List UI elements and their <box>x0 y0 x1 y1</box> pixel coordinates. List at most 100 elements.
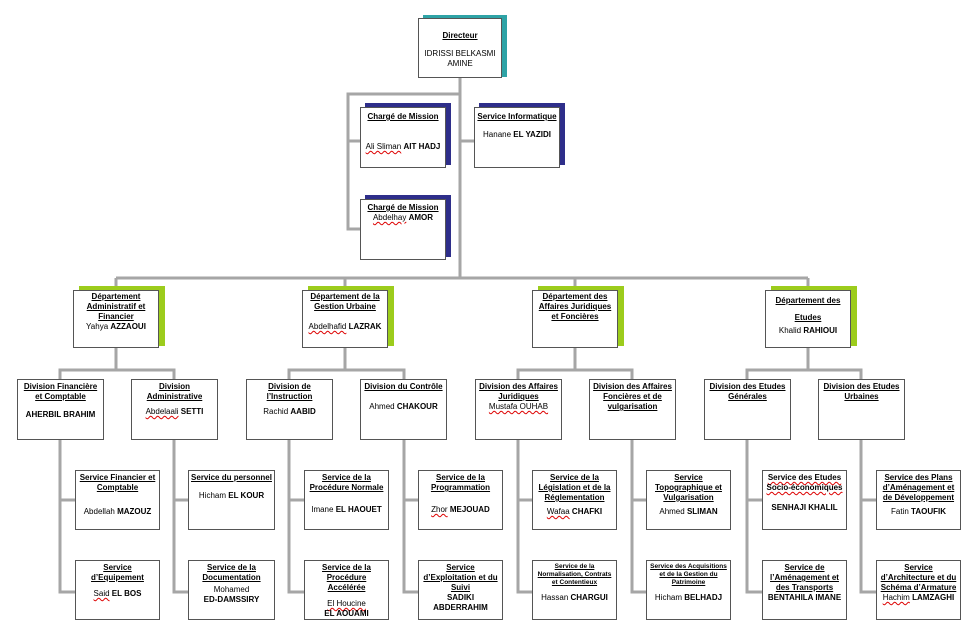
mission2-title: Chargé de Mission <box>367 203 439 212</box>
service4-box: Service de la Documentation Mohamed ED-D… <box>188 560 275 620</box>
div3-first-name: Rachid <box>263 407 289 416</box>
service6-title: Service de la Procédure Accélérée <box>322 563 371 592</box>
service16-first-name: Hachim <box>882 593 910 602</box>
info-first-name: Hanane <box>483 130 512 139</box>
service12-box: Service des Acquisitions et de la Gestio… <box>646 560 731 620</box>
div1-name: AHERBIL BRAHIM <box>20 410 101 420</box>
dep2-first-name: Abdelhafid <box>308 322 347 331</box>
service1-last-name: MAZOUZ <box>117 507 152 516</box>
service12-title: Service des Acquisitions et de la Gestio… <box>650 563 727 586</box>
service6-last-name: EL AOUAMI <box>307 609 386 619</box>
service14-name: BENTAHILA IMANE <box>765 593 844 603</box>
service10-title: Service de la Normalisation, Contrats et… <box>537 563 612 586</box>
service1-title: Service Financier et Comptable <box>79 473 156 492</box>
service15-title: Service des Plans d’Aménagement et de Dé… <box>882 473 955 502</box>
service4-first-name: Mohamed <box>213 585 250 594</box>
mission2-box: Chargé de Mission Abdelhay AMOR <box>360 199 446 260</box>
director-title: Directeur <box>442 31 478 40</box>
service13-name: SENHAJI KHALIL <box>765 503 844 513</box>
dep1-last-name: AZZAOUI <box>110 322 146 331</box>
mission1-name: Ali Sliman AIT HADJ <box>363 142 443 152</box>
service7-title: Service de la Programmation <box>430 473 491 492</box>
service1-box: Service Financier et Comptable Abdellah … <box>75 470 160 530</box>
service4-last-name: ED-DAMSSIRY <box>191 595 272 605</box>
mission1-box: Chargé de Mission Ali Sliman AIT HADJ <box>360 107 446 168</box>
service16-title: Service d’Architecture et du Schéma d’Ar… <box>880 563 957 592</box>
dep3-title: Département des Affaires Juridiques et F… <box>538 292 612 321</box>
service11-box: Service Topographique et Vulgarisation A… <box>646 470 731 530</box>
dep1-box: Département Administratif et Financier Y… <box>73 290 159 348</box>
service10-name: Hassan CHARGUI <box>535 593 614 603</box>
div1-box: Division Financière et Comptable AHERBIL… <box>17 379 104 440</box>
service5-title: Service de la Procédure Normale <box>309 473 384 492</box>
service15-name: Fatin TAOUFIK <box>879 507 958 517</box>
service8-name-text: SADIKI ABDERRAHIM <box>433 593 488 612</box>
service15-last-name: TAOUFIK <box>911 507 946 516</box>
service12-last-name: BELHADJ <box>684 593 723 602</box>
div2-title: Division Administrative <box>146 382 203 401</box>
div2-first-name: Abdelaali <box>145 407 179 416</box>
service16-box: Service d’Architecture et du Schéma d’Ar… <box>876 560 961 620</box>
dep2-last-name: LAZRAK <box>348 322 382 331</box>
service1-first-name: Abdellah <box>83 507 115 516</box>
div3-title: Division de l’Instruction <box>266 382 313 401</box>
service14-box: Service de l’Aménagement et des Transpor… <box>762 560 847 620</box>
div6-box: Division des Affaires Foncières et de vu… <box>589 379 676 440</box>
service15-box: Service des Plans d’Aménagement et de Dé… <box>876 470 961 530</box>
div4-first-name: Ahmed <box>369 402 395 411</box>
div2-name: Abdelaali SETTI <box>134 407 215 417</box>
info-box: Service Informatique Hanane EL YAZIDI <box>474 107 560 168</box>
service6-last-name-text: EL AOUAMI <box>324 609 369 618</box>
service14-title: Service de l’Aménagement et des Transpor… <box>770 563 839 592</box>
div7-box: Division des Etudes Générales <box>704 379 791 440</box>
service9-first-name: Wafaa <box>546 507 570 516</box>
dep1-name: Yahya AZZAOUI <box>76 322 156 332</box>
service14-name-text: BENTAHILA IMANE <box>767 593 842 602</box>
service3-box: Service du personnel Hicham EL KOUR <box>188 470 275 530</box>
service7-last-name: MEJOUAD <box>449 505 490 514</box>
dep2-name: Abdelhafid LAZRAK <box>305 322 385 332</box>
div2-last-name: SETTI <box>180 407 204 416</box>
service3-first-name: Hicham <box>198 491 227 500</box>
dep3-box: Département des Affaires Juridiques et F… <box>532 290 618 348</box>
service7-box: Service de la Programmation Zhor MEJOUAD <box>418 470 503 530</box>
div3-name: Rachid AABID <box>249 407 330 417</box>
mission2-name: Abdelhay AMOR <box>363 213 443 223</box>
service1-name: Abdellah MAZOUZ <box>78 507 157 517</box>
service11-first-name: Ahmed <box>659 507 685 516</box>
mission1-last-name: AIT HADJ <box>403 142 441 151</box>
div1-title: Division Financière et Comptable <box>23 382 98 401</box>
service5-last-name: EL HAOUET <box>335 505 382 514</box>
service8-name: SADIKI ABDERRAHIM <box>421 593 500 613</box>
service9-box: Service de la Législation et de la Régle… <box>532 470 617 530</box>
dep4-name: Khalid RAHIOUI <box>768 326 848 336</box>
dep1-title: Département Administratif et Financier <box>86 292 146 321</box>
service11-title: Service Topographique et Vulgarisation <box>655 473 722 502</box>
mission1-first-name: Ali Sliman <box>365 142 402 151</box>
service15-first-name: Fatin <box>891 507 909 516</box>
div1-name-text: AHERBIL BRAHIM <box>25 410 96 419</box>
div5-name-text: Mustafa OUHAB <box>488 402 549 411</box>
div3-box: Division de l’Instruction Rachid AABID <box>246 379 333 440</box>
service2-box: Service d’Equipement Said EL BOS <box>75 560 160 620</box>
service10-last-name: CHARGUI <box>570 593 608 602</box>
service8-box: Service d’Exploitation et du Suivi SADIK… <box>418 560 503 620</box>
service7-first-name: Zhor <box>431 505 448 514</box>
service2-last-name: EL BOS <box>111 589 142 598</box>
info-last-name: EL YAZIDI <box>513 130 551 139</box>
div8-title: Division des Etudes Urbaines <box>823 382 900 401</box>
div5-name: Mustafa OUHAB <box>478 402 559 412</box>
div2-box: Division Administrative Abdelaali SETTI <box>131 379 218 440</box>
service13-title: Service des Etudes Socio-économiques <box>766 473 843 492</box>
div5-title: Division des Affaires Juridiques <box>479 382 558 401</box>
director-box: Directeur IDRISSI BELKASMI AMINE <box>418 18 502 78</box>
dep2-box: Département de la Gestion Urbaine Abdelh… <box>302 290 388 348</box>
dep4-last-name: RAHIOUI <box>803 326 838 335</box>
div4-box: Division du Contrôle Ahmed CHAKOUR <box>360 379 447 440</box>
service2-title: Service d’Equipement <box>91 563 144 582</box>
service3-last-name: EL KOUR <box>228 491 265 500</box>
mission2-first-name: Abdelhay <box>372 213 407 222</box>
service13-name-text: SENHAJI KHALIL <box>771 503 838 512</box>
dep4-first-name: Khalid <box>778 326 802 335</box>
